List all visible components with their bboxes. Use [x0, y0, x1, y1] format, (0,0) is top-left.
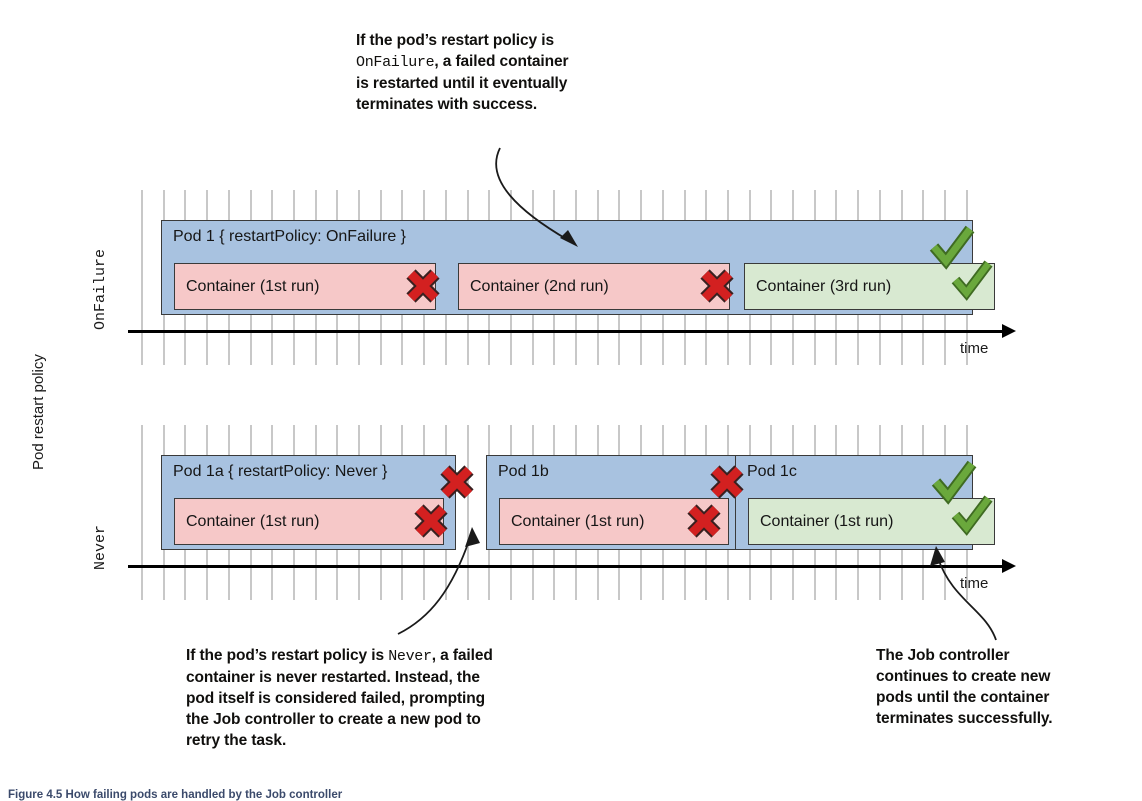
time-axis-caption: time [960, 340, 989, 357]
time-axis-caption: time [960, 575, 989, 592]
callout-top-mono: OnFailure [356, 54, 435, 71]
time-axis-arrowhead [1002, 324, 1016, 338]
callout-bl-line1-after: , a failed [431, 647, 493, 664]
callout-never: If the pod’s restart policy is Never, a … [186, 645, 656, 751]
gridline [141, 190, 143, 365]
container-box-pod-1a-1st-run[interactable]: Container (1st run) [174, 498, 444, 545]
callout-top-line3: is restarted until it eventually [356, 75, 568, 92]
callout-top-line1: If the pod’s restart policy is [356, 32, 554, 49]
callout-onfailure: If the pod’s restart policy is OnFailure… [356, 30, 686, 115]
container-box-pod-1b-1st-run[interactable]: Container (1st run) [499, 498, 729, 545]
callout-bl-line2: container is never restarted. Instead, t… [186, 669, 480, 686]
figure-caption: Figure 4.5 How failing pods are handled … [8, 789, 343, 801]
container-box-2nd-run[interactable]: Container (2nd run) [458, 263, 730, 310]
gridline [141, 425, 143, 600]
callout-top-line4: terminates with success. [356, 96, 538, 113]
callout-job-controller: The Job controller continues to create n… [876, 645, 1126, 729]
pod-label: Pod 1a { restartPolicy: Never } [173, 463, 388, 480]
container-box-pod-1c-1st-run[interactable]: Container (1st run) [748, 498, 995, 545]
time-axis-never [128, 565, 1006, 568]
callout-top-line2: , a failed container [434, 53, 569, 70]
callout-bl-line4: the Job controller to create a new pod t… [186, 711, 481, 728]
callout-br-line4: terminates successfully. [876, 710, 1053, 727]
container-box-3rd-run[interactable]: Container (3rd run) [744, 263, 995, 310]
container-label: Container (3rd run) [756, 277, 892, 295]
callout-bl-line1-before: If the pod’s restart policy is [186, 647, 389, 664]
callout-bl-mono: Never [388, 648, 432, 665]
pod-label: Pod 1c [747, 463, 797, 480]
pod-label: Pod 1 { restartPolicy: OnFailure } [173, 228, 406, 245]
container-label: Container (1st run) [186, 277, 320, 295]
time-axis-arrowhead [1002, 559, 1016, 573]
callout-br-line2: continues to create new [876, 668, 1051, 685]
pod-label: Pod 1b [498, 463, 549, 480]
container-label: Container (2nd run) [470, 277, 609, 295]
callout-br-line3: pods until the container [876, 689, 1050, 706]
container-label: Container (1st run) [760, 512, 894, 530]
time-axis-onfailure [128, 330, 1006, 333]
container-label: Container (1st run) [186, 512, 320, 530]
container-label: Container (1st run) [511, 512, 645, 530]
timeline-row-onfailure: Pod 1 { restartPolicy: OnFailure } Conta… [0, 190, 1142, 365]
timeline-row-never: Pod 1a { restartPolicy: Never } Containe… [0, 425, 1142, 600]
container-box-1st-run[interactable]: Container (1st run) [174, 263, 436, 310]
callout-bl-line5: retry the task. [186, 732, 287, 749]
gridline [466, 425, 469, 600]
callout-bl-line3: pod itself is considered failed, prompti… [186, 690, 485, 707]
callout-br-line1: The Job controller [876, 647, 1010, 664]
